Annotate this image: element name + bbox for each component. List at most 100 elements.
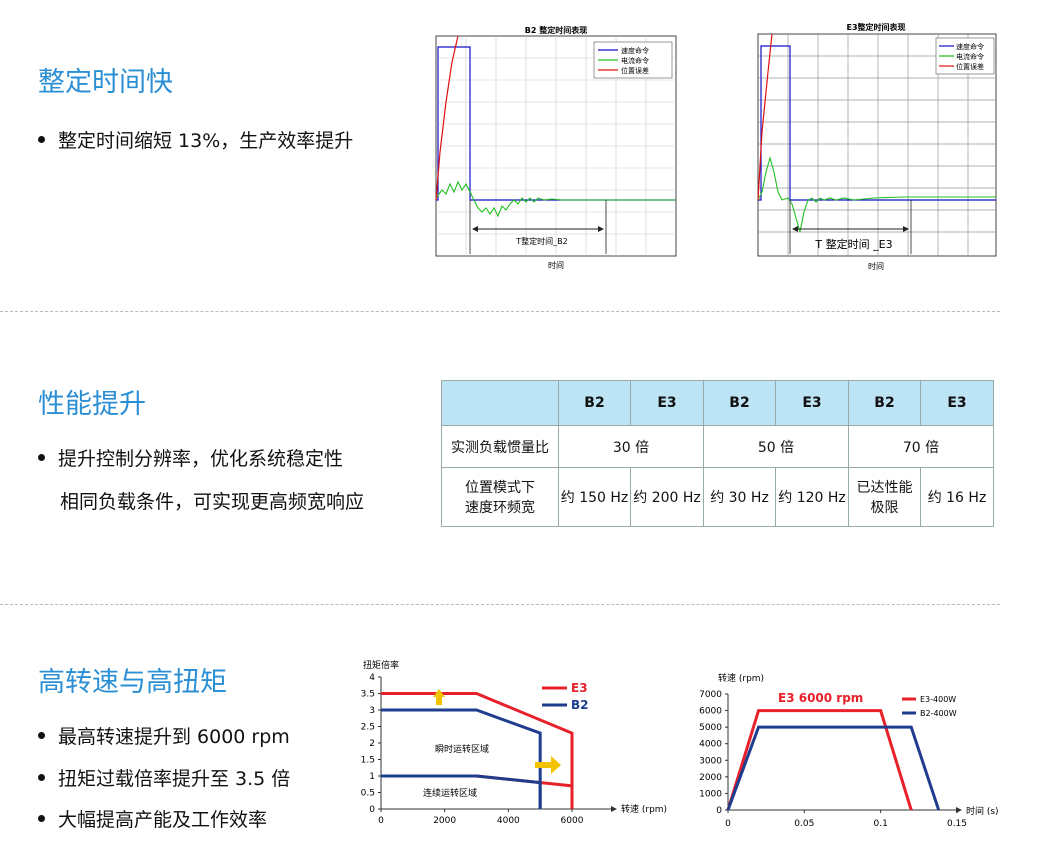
x-tick-label: 0.1 <box>874 819 888 829</box>
settling-annotation: T整定时间_B2 <box>515 236 567 246</box>
x-tick-label: 0 <box>725 819 731 829</box>
table-cell: 约 200 Hz <box>630 467 704 527</box>
bullet-torque: 扭矩过载倍率提升至 3.5 倍 <box>38 764 290 791</box>
y-tick-label: 3 <box>369 706 375 716</box>
table-header-cell: E3 <box>630 380 704 426</box>
table-cell: 30 倍 <box>558 425 704 468</box>
bullet-bandwidth: 相同负载条件，可实现更高频宽响应 <box>60 491 365 513</box>
section-title-performance: 性能提升 <box>38 389 146 420</box>
legend-speed: 速度命令 <box>956 42 984 51</box>
table-row: 位置模式下速度环频宽 约 150 Hz 约 200 Hz 约 30 Hz 约 1… <box>441 467 994 527</box>
series-position-error <box>435 35 459 201</box>
series-e3-peak <box>381 692 574 809</box>
y-tick-label: 7000 <box>699 690 722 700</box>
x-tick-label: 0.15 <box>947 819 967 829</box>
table-header-cell: B2 <box>848 380 921 426</box>
bullet-speed: 最高转速提升到 6000 rpm <box>38 722 290 749</box>
torque-speed-chart: 扭矩倍率 转速 (rpm) 瞬时运转区域 连续运转区域 00.511.522.5… <box>361 659 667 826</box>
y-tick-label: 1.5 <box>361 756 375 766</box>
series-b2-peak <box>381 708 542 809</box>
chart-title: B2 整定时间表现 <box>525 25 587 35</box>
series-b2-continuous <box>381 774 542 809</box>
table-cell: 50 倍 <box>703 425 849 468</box>
b2-settling-chart: B2 整定时间表现 T整定时间_B2 时间 速度命令 电流命令 位置误差 <box>435 25 677 270</box>
arrow-head-left <box>792 226 798 232</box>
legend-error: 位置误差 <box>621 66 649 75</box>
legend-b2-label: B2 <box>571 698 589 712</box>
row-label-line: 位置模式下 <box>465 480 535 496</box>
x-axis-label: 转速 (rpm) <box>621 803 667 815</box>
x-axis-label: 时间 <box>548 260 564 270</box>
series-current-command <box>757 155 996 233</box>
x-tick-label: 0 <box>378 816 384 826</box>
table-cell: 已达性能极限 <box>848 467 921 527</box>
y-tick-label: 3.5 <box>361 690 375 700</box>
y-tick-label: 6000 <box>699 707 722 717</box>
row-label-line: 速度环频宽 <box>465 500 535 516</box>
bullet-text: 整定时间缩短 13%，生产效率提升 <box>58 130 354 152</box>
grid <box>436 36 676 256</box>
x-axis-label: 时间 (s) <box>966 805 999 817</box>
table-header-cell: E3 <box>920 380 994 426</box>
y-tick-label: 0.5 <box>361 789 375 799</box>
settling-annotation: T 整定时间 _E3 <box>814 237 892 251</box>
region-label-continuous: 连续运转区域 <box>423 787 477 799</box>
performance-table: B2 E3 B2 E3 B2 E3 实测负载惯量比 30 倍 50 倍 70 倍… <box>441 380 994 527</box>
legend: 速度命令 电流命令 位置误差 <box>593 41 673 79</box>
e3-settling-chart: E3整定时间表现 T 整定时间 _E3 时间 速度命令 电流命令 位置误差 <box>757 22 997 271</box>
section-divider <box>0 311 1000 312</box>
cell-line: 已达性能 <box>856 480 913 496</box>
legend-e3-label: E3 <box>571 681 588 695</box>
y-tick-label: 2 <box>369 739 375 749</box>
bullet-dot <box>38 136 45 143</box>
arrow-head-right <box>903 226 909 232</box>
series-speed-command <box>436 46 676 201</box>
y-tick-label: 1 <box>369 772 375 782</box>
arrow-up-icon <box>433 689 445 705</box>
x-tick-label: 6000 <box>561 816 584 826</box>
section-divider <box>0 604 1000 605</box>
x-tick-label: 4000 <box>497 816 520 826</box>
table-cell: 70 倍 <box>848 425 994 468</box>
bullet-resolution: 提升控制分辨率，优化系统稳定性 <box>38 444 343 471</box>
x-axis-arrow-icon <box>611 806 617 812</box>
arrow-right-icon <box>535 756 561 774</box>
y-tick-label: 3000 <box>699 756 722 766</box>
cell-line: 极限 <box>870 500 899 516</box>
table-header-cell: E3 <box>775 380 849 426</box>
speed-time-chart: 转速 (rpm) 时间 (s) E3 6000 rpm 010002000300… <box>699 672 999 829</box>
bullet-text: 提升控制分辨率，优化系统稳定性 <box>58 448 344 470</box>
grid <box>758 34 996 256</box>
y-tick-label: 5000 <box>699 723 722 733</box>
table-row: 实测负载惯量比 30 倍 50 倍 70 倍 <box>441 425 994 468</box>
series-position-error <box>757 33 773 201</box>
table-corner-cell <box>441 380 559 426</box>
arrow-head-right <box>598 226 604 232</box>
legend-b2-label: B2-400W <box>920 709 957 718</box>
table-cell: 约 30 Hz <box>703 467 776 527</box>
table-header-row: B2 E3 B2 E3 B2 E3 <box>441 380 994 426</box>
y-tick-label: 0 <box>716 806 722 816</box>
legend-error: 位置误差 <box>956 62 984 71</box>
section-title-settling: 整定时间快 <box>38 67 173 98</box>
legend-current: 电流命令 <box>621 56 649 65</box>
row-label-bandwidth: 位置模式下速度环频宽 <box>441 467 559 527</box>
y-tick-label: 0 <box>369 805 375 815</box>
region-label-peak: 瞬时运转区域 <box>435 743 489 755</box>
x-tick-label: 0.05 <box>794 819 814 829</box>
table-header-cell: B2 <box>703 380 776 426</box>
y-tick-label: 1000 <box>699 789 722 799</box>
bullet-dot <box>38 774 45 781</box>
legend-current: 电流命令 <box>956 52 984 61</box>
x-tick-label: 2000 <box>433 816 456 826</box>
section-title-speed-torque: 高转速与高扭矩 <box>38 667 227 698</box>
bullet-settling: 整定时间缩短 13%，生产效率提升 <box>38 126 353 153</box>
y-tick-label: 2.5 <box>361 723 375 733</box>
legend-e3-label: E3-400W <box>920 695 956 704</box>
bullet-dot <box>38 815 45 822</box>
table-header-cell: B2 <box>558 380 631 426</box>
bullet-efficiency: 大幅提高产能及工作效率 <box>38 805 267 832</box>
arrow-head-left <box>472 226 478 232</box>
series-e3-400w <box>726 709 913 811</box>
bullet-dot <box>38 732 45 739</box>
